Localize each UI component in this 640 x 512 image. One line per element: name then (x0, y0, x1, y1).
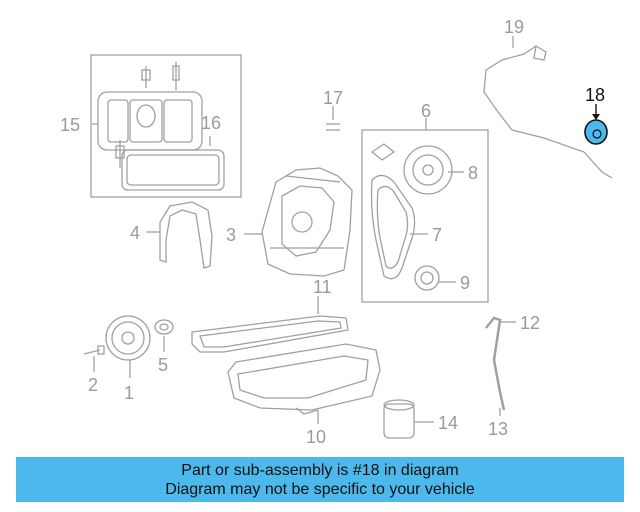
callout-17: 17 (323, 88, 344, 108)
callout-3: 3 (226, 225, 237, 245)
oil-pan-drawing (227, 343, 381, 415)
group-box-valve-cover (90, 54, 242, 198)
callout-6: 6 (421, 101, 432, 121)
bolt-2-drawing (83, 345, 105, 355)
callout-1: 1 (124, 383, 135, 403)
callout-15: 15 (60, 115, 81, 135)
callout-16: 16 (201, 113, 222, 133)
part-18-sensor (584, 104, 608, 145)
damper-drawing (105, 315, 151, 361)
gasket-drawing (121, 149, 225, 191)
callout-12: 12 (520, 313, 541, 333)
valve-cover-drawing (97, 62, 203, 168)
dipstick-tube-drawing (485, 316, 506, 411)
callout-5: 5 (158, 355, 169, 375)
callout-7: 7 (432, 225, 443, 245)
banner-line-1: Part or sub-assembly is #18 in diagram (181, 462, 459, 479)
group-box-timing (361, 129, 489, 303)
parts-diagram (83, 36, 613, 439)
leader-lines (92, 36, 516, 424)
bolt-17-drawing (326, 112, 340, 131)
callout-8: 8 (468, 163, 479, 183)
callout-2: 2 (88, 375, 99, 395)
callout-10: 10 (306, 427, 327, 447)
timing-chain-drawing (370, 174, 416, 280)
callout-13: 13 (488, 419, 509, 439)
callout-14: 14 (438, 413, 459, 433)
timing-sprocket-drawing (403, 145, 453, 195)
callout-18: 18 (585, 85, 606, 105)
callout-11: 11 (313, 277, 332, 297)
seal-5-drawing (154, 319, 174, 335)
sensor-harness-drawing (483, 45, 613, 179)
crank-sprocket-drawing (414, 265, 440, 291)
tensioner-drawing (370, 143, 396, 161)
timing-cover-drawing (261, 167, 353, 277)
callout-19: 19 (504, 17, 525, 37)
oil-filter-drawing (383, 399, 415, 439)
cover-gasket-drawing (159, 201, 213, 269)
banner-line-2: Diagram may not be specific to your vehi… (165, 481, 475, 498)
pan-gasket-drawing (191, 315, 349, 353)
info-banner: Part or sub-assembly is #18 in diagram D… (16, 457, 624, 502)
callout-4: 4 (130, 223, 141, 243)
callout-9: 9 (460, 273, 471, 293)
